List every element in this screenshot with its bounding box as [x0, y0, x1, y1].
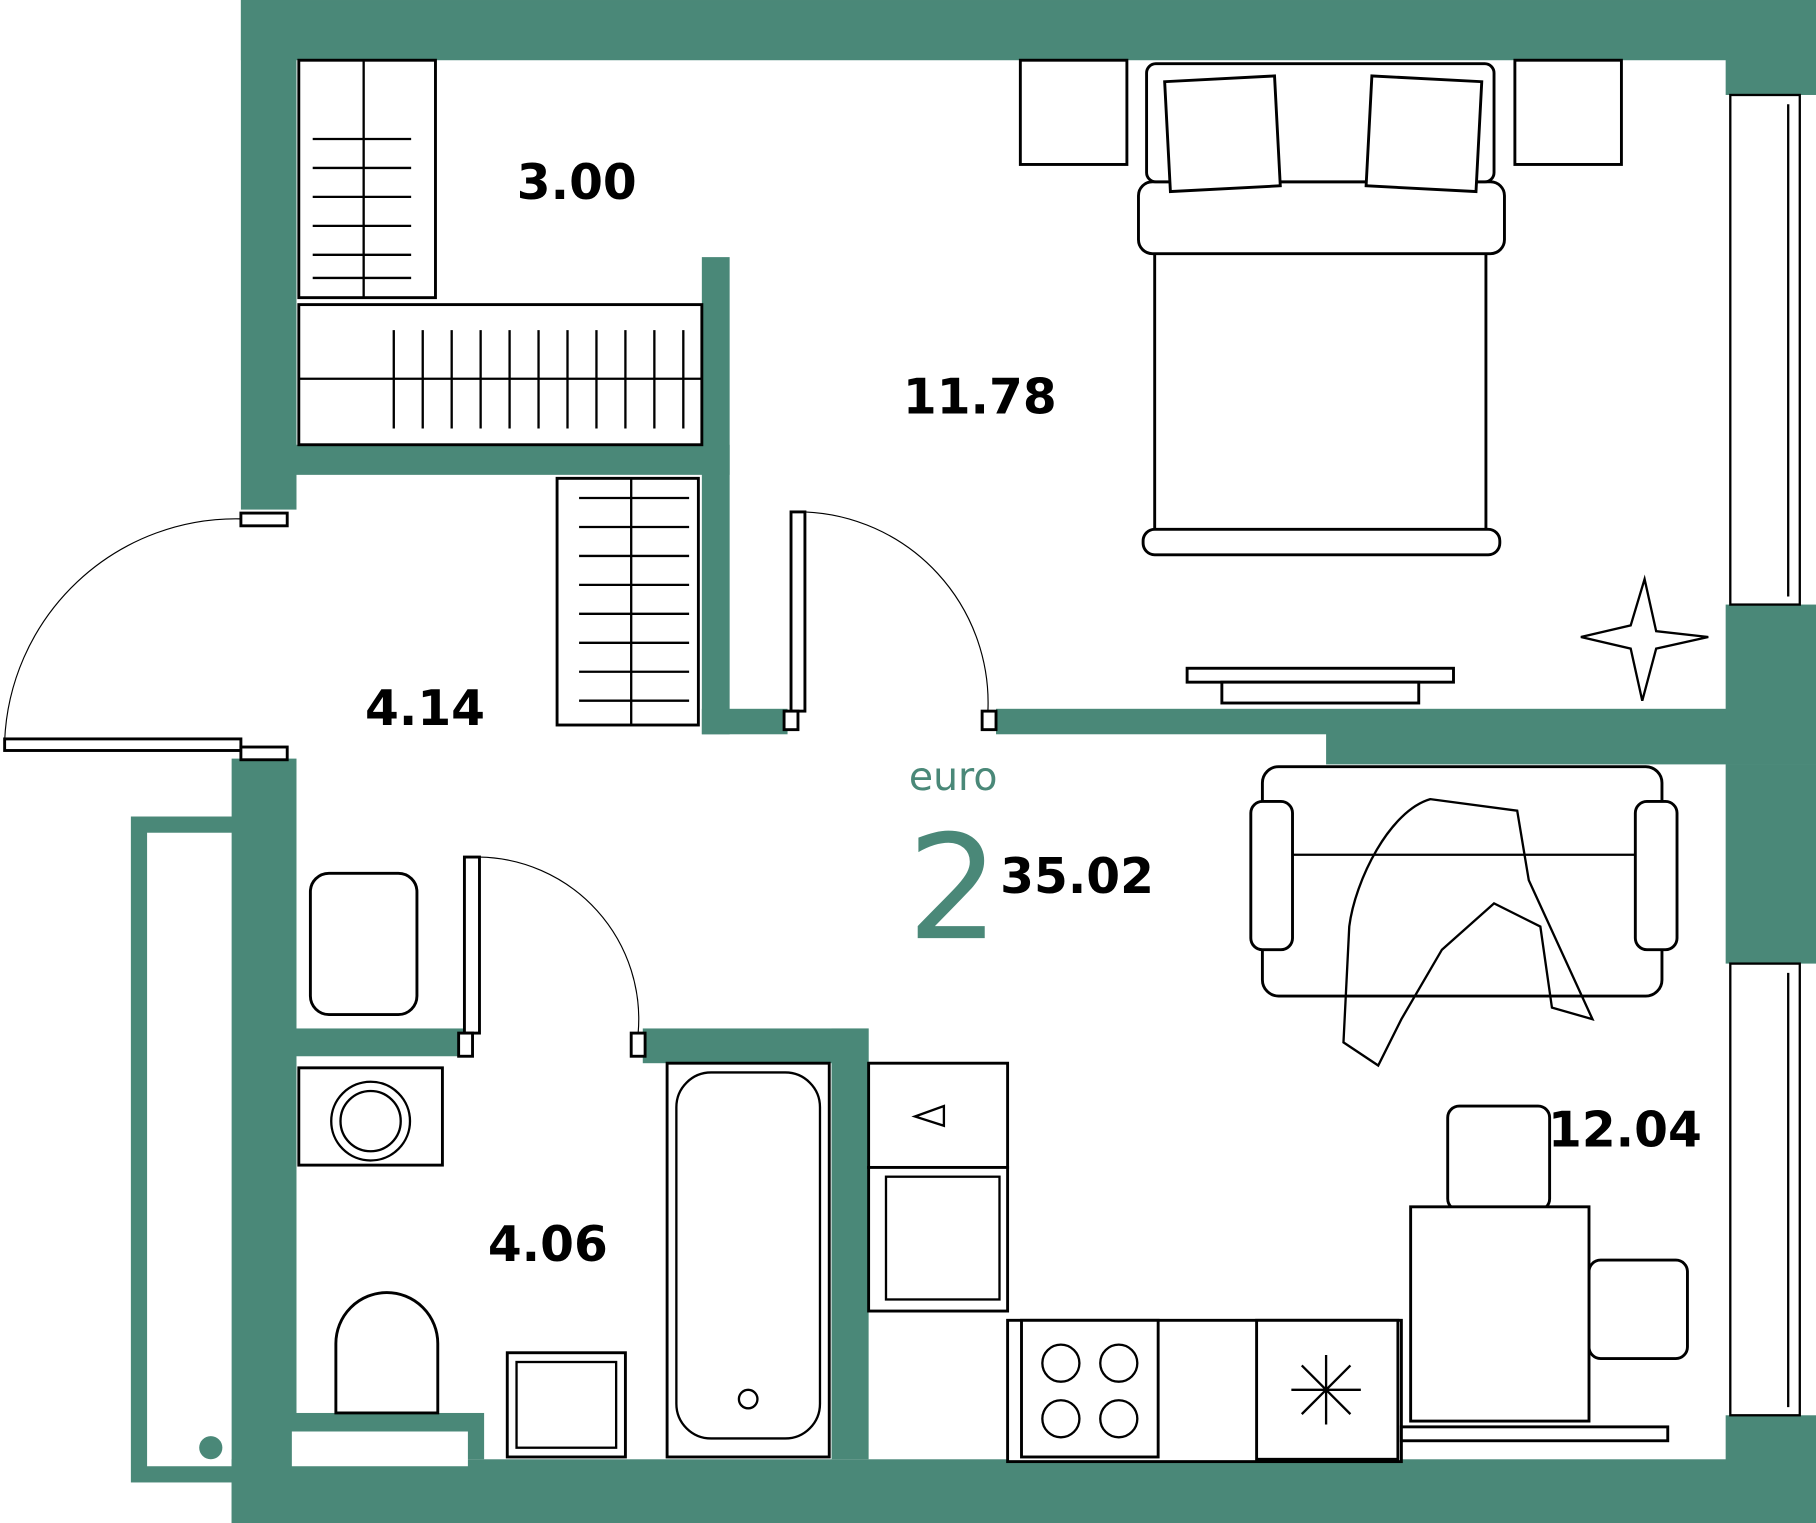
room-area-storage: 3.00: [517, 155, 637, 211]
total-area: 35.02: [1000, 849, 1154, 905]
sofa: [1260, 765, 1664, 998]
snowflake-icon: [1291, 1355, 1361, 1425]
people: [1342, 797, 1595, 1068]
bathtub: [665, 1061, 831, 1459]
chair: [1446, 1104, 1552, 1212]
room-area-bathroom: 4.06: [488, 1217, 608, 1273]
room-area-bedroom: 11.78: [903, 369, 1057, 425]
toilet: [334, 1291, 440, 1415]
nightstand: [1018, 58, 1129, 166]
stove: [1020, 1318, 1160, 1459]
apartment-type-label: euro: [909, 754, 998, 800]
pillow: [1163, 74, 1282, 194]
sink: [505, 1351, 627, 1459]
walls: [130, 0, 1816, 1523]
plant: [1580, 574, 1709, 701]
pillow: [1364, 74, 1484, 194]
wardrobe-side: [297, 303, 704, 447]
room-area-hallway: 4.14: [365, 681, 485, 737]
room-area-kitchen-living: 12.04: [1548, 1103, 1702, 1159]
kitchen-cabinet: [867, 1061, 1010, 1169]
wardrobe-top: [297, 58, 437, 300]
hall-wardrobe: [555, 476, 700, 727]
chair: [1587, 1258, 1689, 1360]
doors: [3, 510, 998, 1058]
nightstand: [1513, 58, 1623, 166]
dining-table: [1409, 1205, 1591, 1423]
rooms-count: 2: [907, 805, 999, 973]
windows: [1729, 93, 1801, 1417]
washing-machine: [297, 1066, 444, 1167]
furniture: [297, 58, 1709, 1464]
kitchen-sink: [867, 1165, 1010, 1313]
cabinet: [308, 871, 419, 1017]
